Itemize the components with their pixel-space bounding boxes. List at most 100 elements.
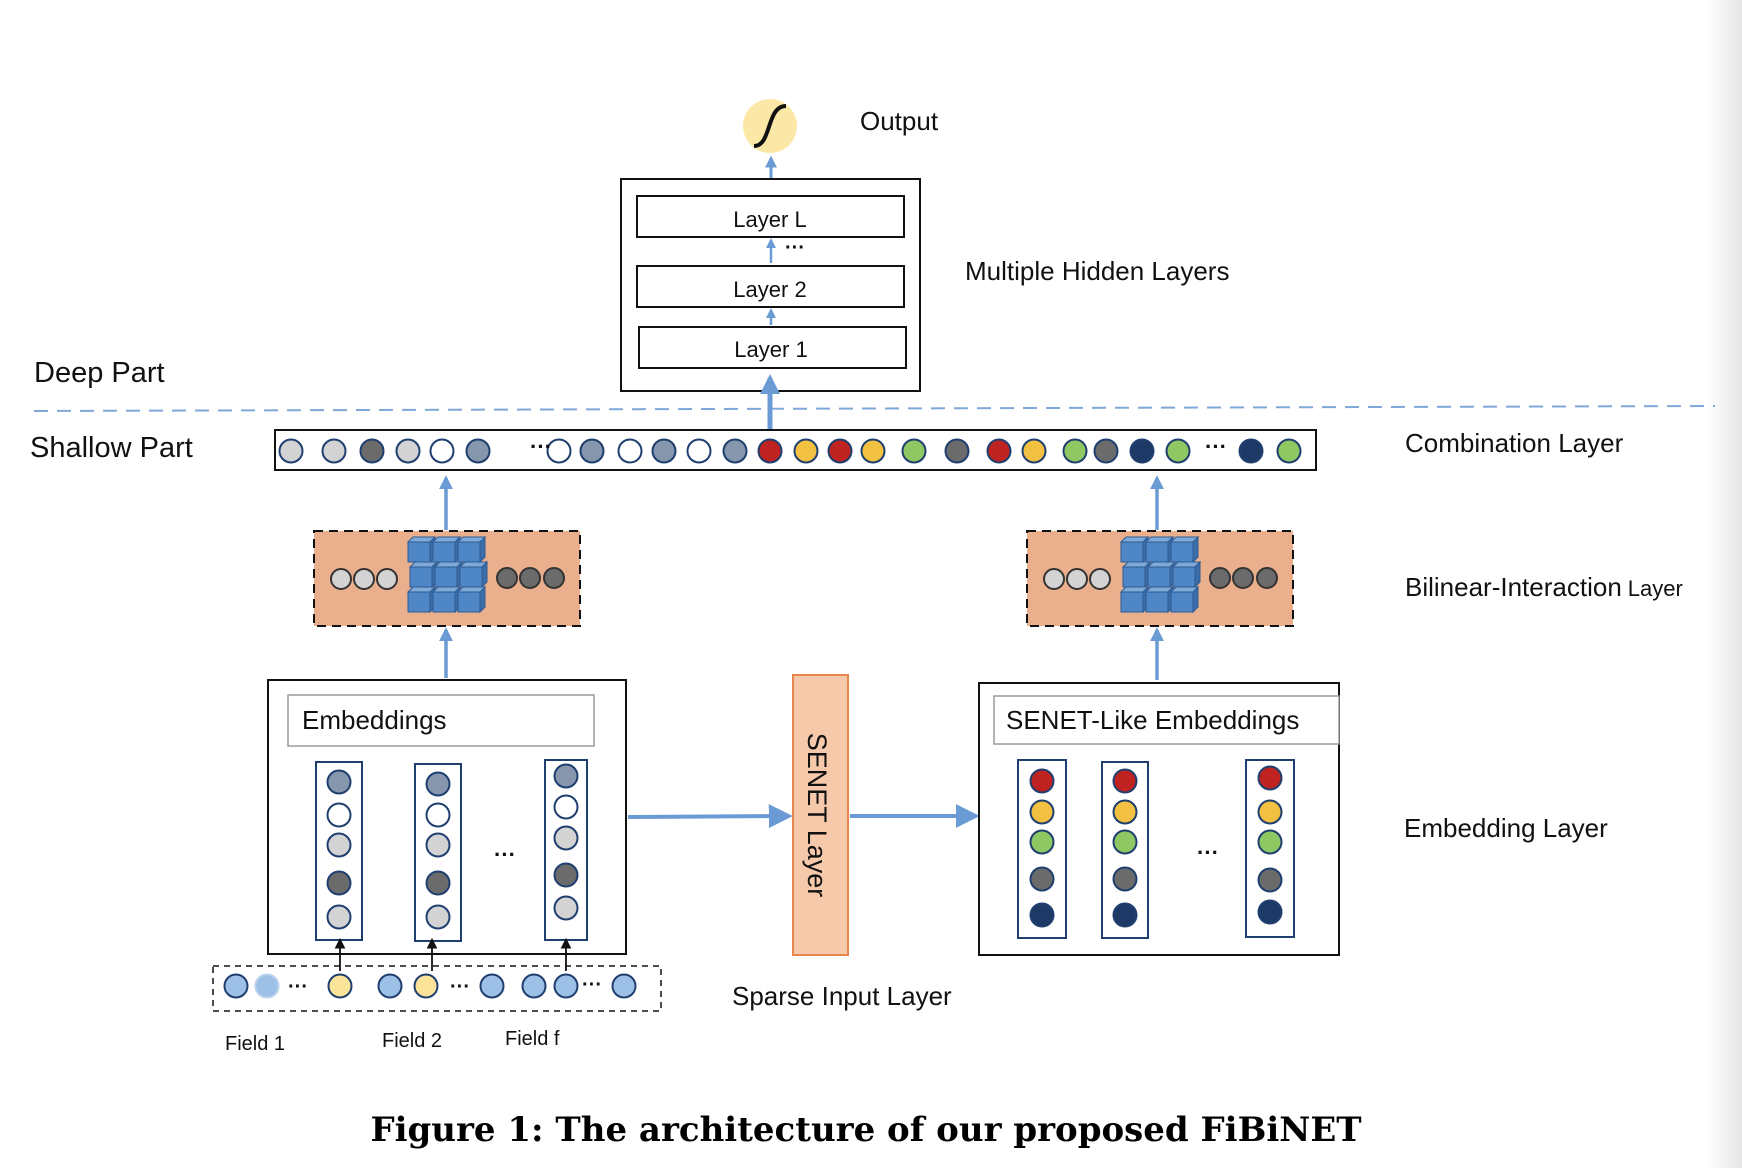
- hidden-layer-1: [638, 326, 907, 369]
- embedding-node: [326, 832, 352, 858]
- combination-node: [1238, 438, 1264, 464]
- embedding-layer-label: Embedding Layer: [1404, 813, 1608, 843]
- hidden-layer-2-label: Layer 2: [733, 277, 806, 302]
- hidden-layers-label: Multiple Hidden Layers: [965, 256, 1229, 286]
- combination-node: [651, 438, 677, 464]
- bilinear-cube-side: [1192, 585, 1199, 614]
- embedding-node: [326, 904, 352, 930]
- sparse-ellipsis-3: ···: [582, 974, 602, 996]
- combination-ellipsis-right: ···: [1205, 434, 1227, 459]
- bilinear-cube: [1170, 591, 1194, 613]
- senet-embedding-node: [1112, 768, 1138, 794]
- sparse-input-node: [377, 973, 403, 999]
- hidden-layer-L: [636, 195, 905, 238]
- senet-embedding-node: [1112, 902, 1138, 928]
- combination-node: [944, 438, 970, 464]
- bilinear-cube-side: [1194, 560, 1201, 589]
- combination-node: [686, 438, 712, 464]
- combination-node: [359, 438, 385, 464]
- embedding-node: [553, 763, 579, 789]
- senet-layer-label: SENET Layer: [802, 733, 832, 898]
- bilinear-input-node: [1043, 568, 1065, 590]
- hidden-layer-1-label: Layer 1: [734, 337, 807, 362]
- bilinear-output-node: [496, 567, 518, 589]
- bilinear-output-node: [1209, 567, 1231, 589]
- sparse-ellipsis-2: ···: [450, 976, 470, 998]
- bilinear-cube: [1172, 566, 1196, 588]
- senet-embeddings-title-box: [993, 695, 1340, 745]
- senet-embedding-node: [1029, 866, 1055, 892]
- combination-node: [617, 438, 643, 464]
- senet-embedding-node: [1112, 799, 1138, 825]
- combination-node: [827, 438, 853, 464]
- combination-node: [1021, 438, 1047, 464]
- bilinear-input-node: [376, 568, 398, 590]
- combination-node: [429, 438, 455, 464]
- bilinear-cube-side: [479, 585, 486, 614]
- sparse-input-node: [553, 973, 579, 999]
- bilinear-input-node: [1089, 568, 1111, 590]
- bilinear-cube: [1120, 591, 1144, 613]
- combination-node: [546, 438, 572, 464]
- combination-node: [321, 438, 347, 464]
- bilinear-output-node: [1232, 567, 1254, 589]
- embedding-node: [425, 802, 451, 828]
- output-sigmoid-node: [743, 99, 797, 153]
- figure-caption: Figure 1: The architecture of our propos…: [370, 1110, 1361, 1150]
- senet-embedding-node: [1257, 899, 1283, 925]
- embedding-node: [553, 825, 579, 851]
- senet-embeddings-title: SENET-Like Embeddings: [1006, 705, 1299, 735]
- embedding-node: [326, 802, 352, 828]
- combination-node: [1093, 438, 1119, 464]
- combination-node: [1165, 438, 1191, 464]
- embedding-node: [553, 862, 579, 888]
- sparse-input-node: [521, 973, 547, 999]
- senet-embedding-node: [1029, 799, 1055, 825]
- combination-node: [986, 438, 1012, 464]
- embeddings-ellipsis: ···: [494, 842, 516, 867]
- bilinear-cube: [407, 541, 431, 563]
- deep-shallow-divider: [33, 405, 1716, 412]
- page-edge-shadow: [1706, 0, 1742, 1168]
- bilinear-cube: [459, 566, 483, 588]
- combination-nodes: [278, 438, 1302, 464]
- combination-node: [901, 438, 927, 464]
- senet-embedding-node: [1029, 768, 1055, 794]
- sparse-input-node: [479, 973, 505, 999]
- hidden-layer-2: [636, 265, 905, 308]
- bilinear-content-left: [330, 535, 565, 614]
- arrow-embeddings-to-senet: [627, 804, 793, 829]
- combination-node: [1129, 438, 1155, 464]
- senet-embedding-node: [1257, 765, 1283, 791]
- bilinear-cube-side: [479, 535, 486, 564]
- sparse-input-layer-label: Sparse Input Layer: [732, 981, 952, 1011]
- embedding-nodes: [326, 763, 579, 930]
- senet-embeddings-ellipsis: ···: [1197, 840, 1219, 865]
- combination-node: [278, 438, 304, 464]
- senet-layer-box: [792, 674, 849, 956]
- embeddings-title-box: [287, 694, 595, 747]
- senet-embedding-node: [1257, 829, 1283, 855]
- bilinear-input-node: [330, 568, 352, 590]
- senet-embedding-node: [1257, 867, 1283, 893]
- bilinear-output-node: [1256, 567, 1278, 589]
- deep-part-label: Deep Part: [34, 357, 165, 389]
- embedding-node: [425, 832, 451, 858]
- bilinear-cube: [409, 566, 433, 588]
- combination-node: [860, 438, 886, 464]
- hidden-ellipsis: ···: [785, 237, 805, 259]
- hidden-layer-L-label: Layer L: [733, 207, 806, 232]
- embedding-node: [425, 870, 451, 896]
- senet-embedding-node: [1112, 829, 1138, 855]
- sparse-input-node: [611, 973, 637, 999]
- senet-embedding-node: [1029, 829, 1055, 855]
- embedding-node: [425, 771, 451, 797]
- bilinear-input-node: [353, 568, 375, 590]
- combination-node: [722, 438, 748, 464]
- embedding-node: [326, 870, 352, 896]
- senet-embedding-nodes: [1029, 765, 1283, 928]
- field-1-label: Field 1: [225, 1033, 285, 1055]
